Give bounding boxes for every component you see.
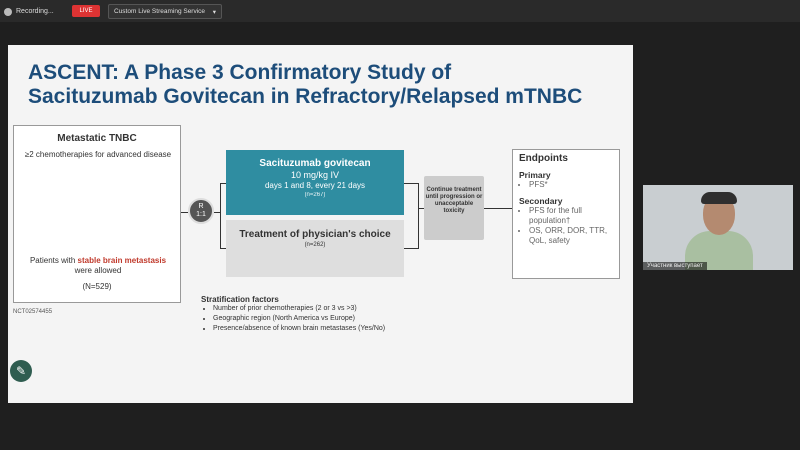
record-icon — [4, 7, 12, 16]
recording-indicator[interactable]: Recording... — [4, 4, 54, 19]
streaming-service-value: Custom Live Streaming Service — [114, 8, 206, 15]
connector-line — [220, 183, 226, 184]
chevron-down-icon: ▾ — [212, 8, 216, 16]
connector-line — [404, 248, 418, 249]
arm-sg-schedule: days 1 and 8, every 21 days — [264, 181, 366, 190]
stratification-factors: Stratification factors Number of prior c… — [201, 295, 461, 334]
brain-suffix: were allowed — [74, 266, 122, 275]
connector-line — [418, 208, 424, 209]
endpoints-box: Endpoints Primary PFS* Secondary PFS for… — [512, 149, 620, 279]
streaming-service-select[interactable]: Custom Live Streaming Service ▾ — [108, 4, 222, 19]
secondary-list: PFS for the full population† OS, ORR, DO… — [519, 206, 613, 246]
endpoints-heading: Endpoints — [519, 153, 568, 164]
rand-r: R — [198, 203, 204, 210]
arm-sacituzumab: Sacituzumab govitecan 10 mg/kg IV days 1… — [226, 150, 404, 215]
rand-ratio: 1:1 — [196, 211, 206, 218]
arm-sg-dose: 10 mg/kg IV — [290, 170, 340, 180]
slide-title-line2: Sacituzumab Govitecan in Refractory/Rela… — [28, 85, 583, 108]
secondary-item: PFS for the full population† — [529, 206, 613, 226]
stratification-item: Presence/absence of known brain metastas… — [213, 324, 461, 334]
connector-line — [418, 183, 419, 249]
brain-highlight: stable brain metastasis — [77, 256, 167, 265]
connector-line — [404, 183, 418, 184]
meeting-toolbar: Recording... LIVE Custom Live Streaming … — [0, 0, 800, 22]
presentation-slide: ASCENT: A Phase 3 Confirmatory Study of … — [8, 45, 633, 403]
primary-label: Primary — [519, 170, 551, 180]
blurred-criteria-text — [22, 174, 174, 246]
continue-treatment-box: Continue treatment until progression or … — [424, 176, 484, 240]
stratification-item: Number of prior chemotherapies (2 or 3 v… — [213, 304, 461, 314]
primary-list: PFS* — [519, 180, 613, 190]
connector-line — [181, 212, 188, 213]
connector-line — [484, 208, 512, 209]
stratification-heading: Stratification factors — [201, 295, 279, 304]
brain-prefix: Patients with — [29, 256, 78, 265]
arm-tpc-n: (n=262) — [304, 242, 326, 248]
participant-name: Участник выступает — [643, 262, 707, 270]
primary-item: PFS* — [529, 180, 613, 190]
population-criteria: ≥2 chemotherapies for advanced disease — [24, 150, 172, 159]
participant-video[interactable]: Участник выступает — [643, 185, 793, 270]
stratification-list: Number of prior chemotherapies (2 or 3 v… — [201, 304, 461, 334]
arm-tpc-name: Treatment of physician's choice — [239, 229, 391, 240]
population-box: Metastatic TNBC ≥2 chemotherapies for ad… — [13, 125, 181, 303]
pen-icon[interactable]: ✎ — [10, 360, 32, 382]
arm-tpc: Treatment of physician's choice (n=262) — [226, 220, 404, 277]
arm-sg-name: Sacituzumab govitecan — [259, 158, 371, 169]
slide-title-line1: ASCENT: A Phase 3 Confirmatory Study of — [28, 61, 452, 84]
secondary-label: Secondary — [519, 196, 563, 206]
recording-label: Recording... — [16, 8, 54, 15]
randomization-circle: R 1:1 — [188, 198, 214, 224]
nct-number: NCT02574455 — [13, 309, 53, 315]
population-heading: Metastatic TNBC — [57, 133, 137, 144]
secondary-item: OS, ORR, DOR, TTR, QoL, safety — [529, 226, 613, 246]
slide-title: ASCENT: A Phase 3 Confirmatory Study of … — [28, 61, 618, 109]
connector-line — [220, 183, 221, 249]
population-n: (N=529) — [82, 282, 112, 291]
arm-sg-n: (n=267) — [304, 192, 326, 198]
connector-line — [220, 248, 226, 249]
connector-line — [214, 212, 220, 213]
brain-metastasis-note: Patients with stable brain metastasis we… — [24, 256, 172, 276]
stratification-item: Geographic region (North America vs Euro… — [213, 314, 461, 324]
participant-hair — [701, 192, 737, 204]
live-badge[interactable]: LIVE — [72, 5, 100, 17]
